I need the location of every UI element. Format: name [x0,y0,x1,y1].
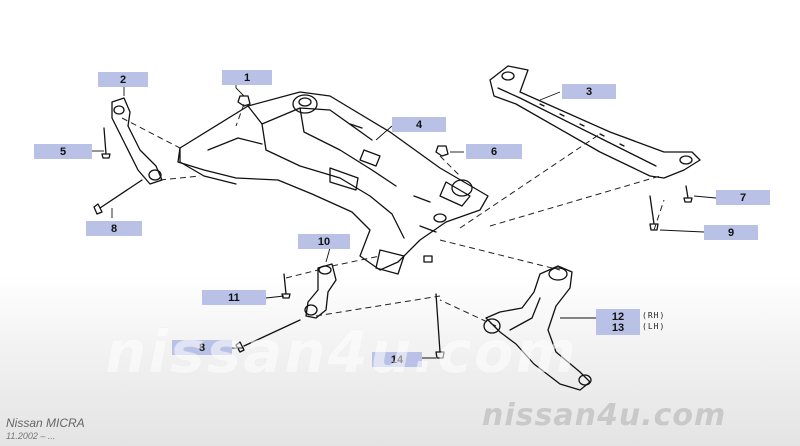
model-name: Nissan MICRA [6,416,85,430]
left-bracket-drawing [111,97,163,185]
production-date: 11.2002 – ... [6,431,56,441]
callout-3: 3 [562,84,616,99]
transverse-link-drawing [483,265,592,391]
callout-4: 4 [392,117,446,132]
watermark-corner: nissan4u.com [482,398,727,433]
fastener-drawings [93,95,693,359]
callout-14: 14 [372,352,422,367]
callout-1: 1 [222,70,272,85]
callout-2: 2 [98,72,148,87]
callout-10: 10 [298,234,350,249]
callout-lh: (LH) [642,322,666,331]
callout-11: 11 [202,290,266,305]
callout-rh: (RH) [642,311,666,320]
callout-13: 13 [596,320,640,335]
stay-drawing [489,65,701,179]
callout-6: 6 [466,144,522,159]
crossmember-drawing [177,91,489,275]
callout-7: 7 [716,190,770,205]
callout-5: 5 [34,144,92,159]
callout-8-lower: 8 [172,340,232,355]
callout-8-upper: 8 [86,221,142,236]
compression-rod-drawing [304,263,337,319]
callout-9: 9 [704,225,758,240]
watermark-center: nissan4u.com [105,318,578,386]
